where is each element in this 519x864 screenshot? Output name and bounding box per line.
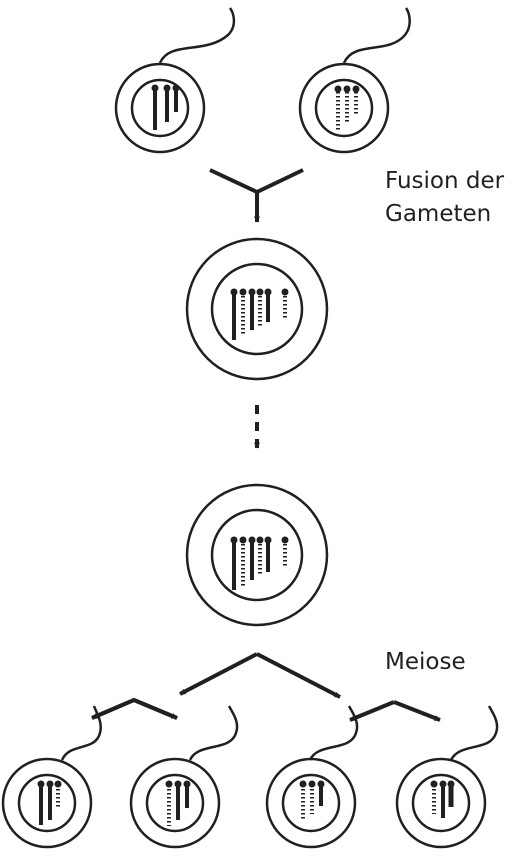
spore-3 [265, 705, 359, 849]
spore-2 [129, 705, 239, 849]
chromosomes-dashed [336, 92, 358, 130]
second-division-arrows [91, 697, 441, 722]
spore-1 [1, 705, 102, 849]
flagellum [158, 7, 236, 64]
gamete-left [114, 7, 236, 154]
spore-4 [395, 705, 499, 849]
zygote [185, 237, 329, 381]
meiosis-arrows [179, 652, 341, 699]
fusion-label-line-1: Fusion der [385, 168, 505, 194]
fusion-label-line-2: Gameten [385, 201, 492, 227]
flagellum [188, 705, 239, 761]
flagellum [308, 705, 359, 761]
mature-cell [185, 483, 329, 627]
flagellum [342, 7, 411, 64]
gamete-right [298, 7, 411, 154]
meiosis-label: Meiose [385, 649, 466, 675]
flagellum [60, 705, 102, 761]
fusion-arrow [209, 168, 304, 223]
flagellum [449, 705, 499, 761]
fusion-label: Fusion der Gameten [385, 165, 504, 231]
chromosomes-solid [153, 88, 178, 130]
